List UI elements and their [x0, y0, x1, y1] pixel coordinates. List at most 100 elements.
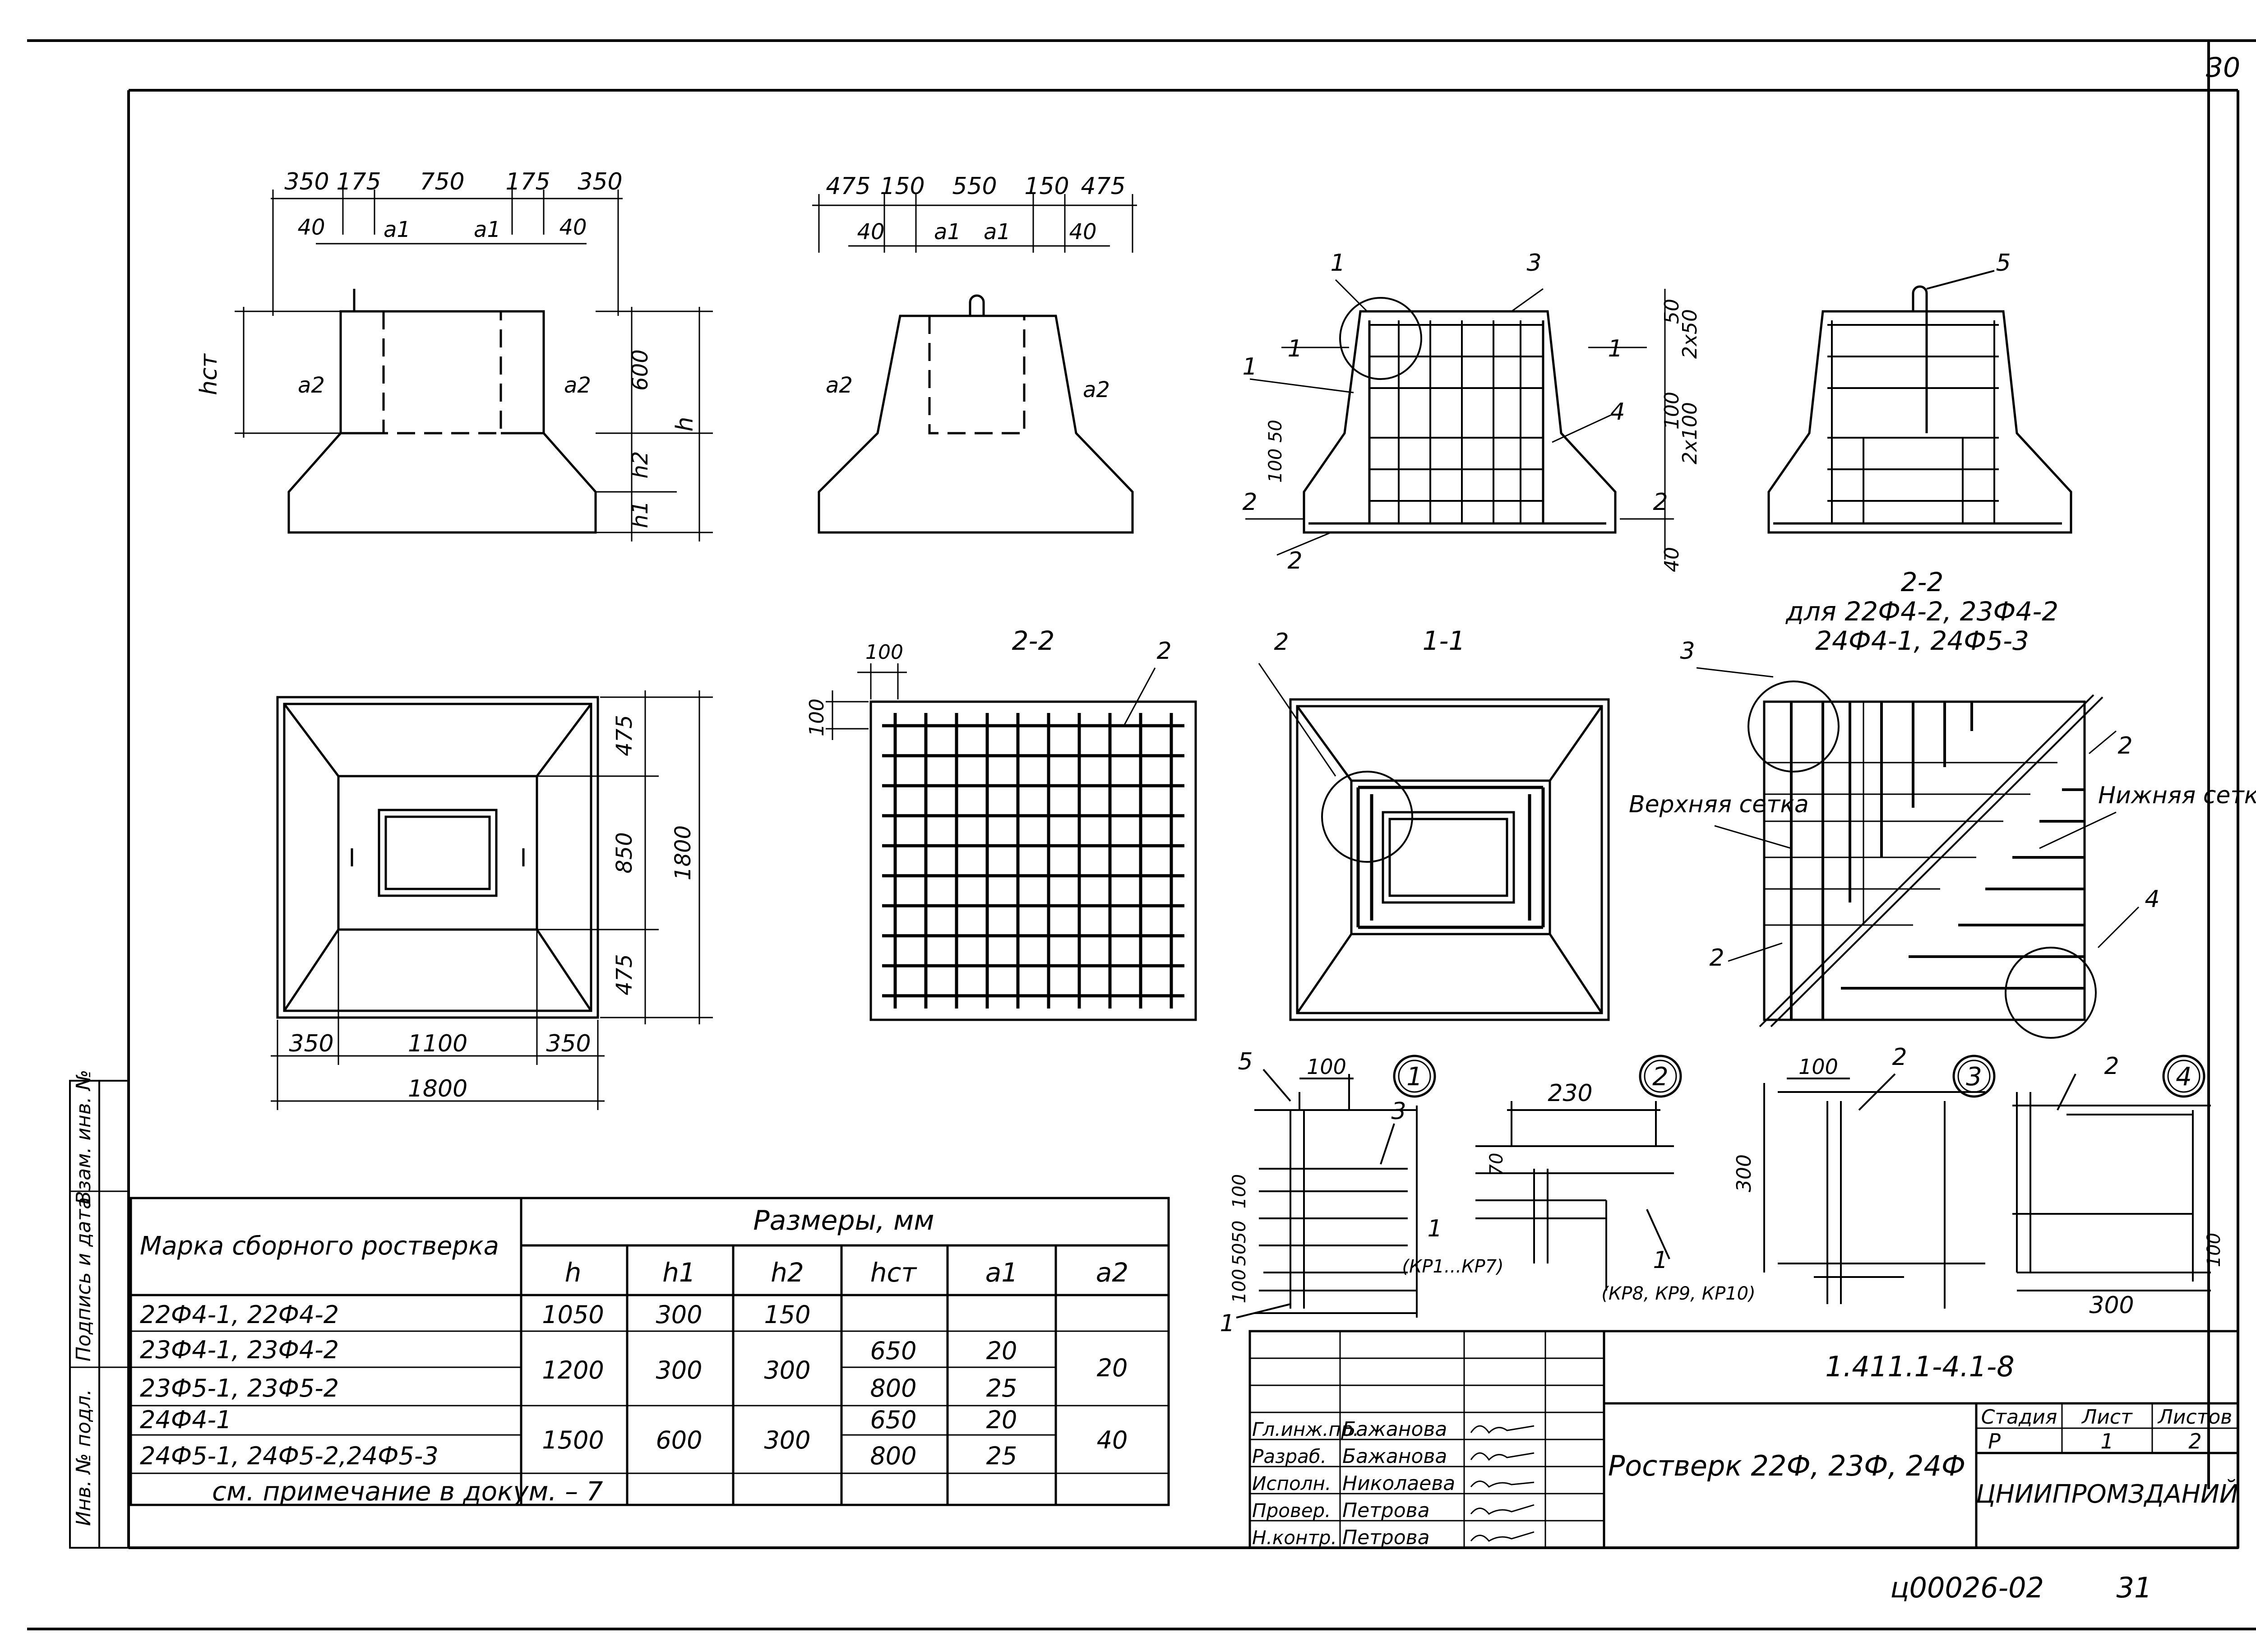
plan-view: 475 850 475 1800 350 1100 350 1800 [271, 690, 713, 1110]
dim-475-right: 475 [1081, 173, 1125, 200]
label-a2-left: a2 [826, 373, 853, 398]
cell-hct: 650 [870, 1406, 916, 1434]
dim-175-right: 175 [505, 168, 550, 195]
mesh-2-2: 2-2 2 100 100 [805, 625, 1197, 1021]
dim-300: 300 [2089, 1292, 2134, 1319]
dim-2x100: 2x100 [1678, 402, 1701, 464]
dim-2x50: 2x50 [1678, 309, 1701, 359]
col-header-sizes: Размеры, мм [753, 1205, 934, 1236]
cell-a2: 40 [1097, 1426, 1128, 1454]
dim-750: 750 [420, 168, 464, 195]
row-mark: 24Ф5-1, 24Ф5-2,24Ф5-3 [140, 1442, 439, 1470]
dim-350-right: 350 [546, 1030, 591, 1057]
name-3: Николаева [1342, 1472, 1455, 1495]
dim-100: 100 [2204, 1233, 2224, 1267]
cell-a2: 20 [1097, 1354, 1128, 1382]
detail-4: 4 2 100 300 [2012, 1053, 2224, 1319]
name-2: Бажанова [1342, 1445, 1447, 1468]
detail-1: 1 5 100 3 1 (КР1...КР7) 100 50 50 100 1 [1220, 1048, 1503, 1337]
table-row: 23Ф4-1, 23Ф4-2 1200 300 300 [140, 1336, 811, 1384]
dim-175-left: 175 [336, 168, 381, 195]
row-mark: 24Ф4-1 [140, 1406, 231, 1434]
dim-100-b: 100 [1229, 1269, 1250, 1303]
detail-number-1: 1 [1406, 1062, 1423, 1092]
dim-100: 100 [1307, 1055, 1346, 1079]
cell-a1: 20 [986, 1337, 1017, 1365]
row-mark: 23Ф4-1, 23Ф4-2 [140, 1336, 339, 1364]
callout-1: 1 [1427, 1215, 1442, 1242]
cell-h2: 300 [764, 1426, 810, 1454]
dim-70: 70 [1486, 1153, 1507, 1176]
cell-h2: 150 [764, 1300, 810, 1329]
col-hct: hст [870, 1257, 918, 1288]
cell-h: 1500 [542, 1426, 604, 1454]
section-1-1: 1-1 2 [1258, 625, 1610, 1021]
label-a2-left: a2 [298, 373, 325, 398]
mesh-detail: 3 2 2 4 Верхняя сетка Нижняя сетка [1629, 638, 2256, 1039]
col-a1: a1 [985, 1257, 1018, 1288]
role-chief-engineer: Гл.инж.пр. [1252, 1418, 1359, 1440]
dim-475-left: 475 [826, 173, 870, 200]
label-kr8-kr10: (КР8, КР9, КР10) [1601, 1283, 1755, 1304]
label-a1-left: a1 [384, 217, 411, 242]
dim-1800-bottom: 1800 [408, 1075, 467, 1102]
dim-600: 600 [628, 349, 653, 391]
cell-a1: 20 [986, 1406, 1017, 1434]
callout-2-a: 2 [2117, 732, 2132, 759]
rebar-grid [1369, 320, 1543, 523]
cut-1-right: 1 [1608, 335, 1623, 362]
col-a2: a2 [1096, 1257, 1128, 1288]
cut-1-left: 1 [1287, 335, 1302, 362]
dim-100-top: 100 [865, 641, 903, 664]
name-5: Петрова [1342, 1526, 1430, 1549]
callout-3: 3 [1680, 638, 1695, 665]
dim-350-left: 350 [289, 1030, 333, 1057]
cell-a1: 25 [986, 1374, 1017, 1402]
detail-number-4: 4 [2176, 1062, 2192, 1092]
role-checker: Провер. [1252, 1499, 1331, 1522]
elevation-front: 350 175 750 175 350 40 40 a1 a1 a2 a2 hс… [195, 168, 713, 541]
stage-label: Стадия [1981, 1406, 2057, 1429]
dim-1800-right: 1800 [670, 825, 696, 880]
cut-2-left: 2 [1242, 489, 1257, 516]
dim-40-right: 40 [559, 215, 587, 240]
dim-475-bottom: 475 [612, 954, 637, 995]
dim-50-b: 50 [1229, 1243, 1250, 1266]
row-mark: 22Ф4-1, 22Ф4-2 [140, 1300, 339, 1329]
detail-number-3: 3 [1966, 1062, 1982, 1092]
dim-850: 850 [612, 832, 637, 874]
row-mark: 23Ф5-1, 23Ф5-2 [140, 1374, 339, 1402]
dim-1100: 1100 [408, 1030, 467, 1057]
label-a1-right: a1 [474, 217, 501, 242]
elevation-side: 475 150 550 150 475 40 40 a1 a1 a2 a2 [812, 173, 1137, 534]
dim-100: 100 [1798, 1055, 1838, 1079]
callout-1-left: 1 [1242, 353, 1257, 380]
table-row: 23Ф5-1, 23Ф5-2 800 25 [140, 1374, 1017, 1402]
page-number: 30 [2206, 52, 2240, 83]
section-title-2-2: 2-2 [1901, 567, 1944, 597]
sheet-frame [27, 39, 2256, 1630]
callout-2: 2 [1274, 629, 1289, 656]
callout-1-bottom: 1 [1220, 1310, 1234, 1337]
sheets-value: 2 [2188, 1429, 2201, 1453]
dim-40-left: 40 [857, 219, 884, 245]
folio-number: 31 [2117, 1571, 2152, 1604]
col-h: h [565, 1257, 582, 1288]
label-kr1-kr7: (КР1...КР7) [1402, 1256, 1503, 1277]
callout-5: 5 [1238, 1048, 1253, 1075]
organization: ЦНИИПРОМЗДАНИЙ [1976, 1480, 2238, 1509]
detail-circle-4 [2005, 947, 2097, 1039]
cell-a1: 25 [986, 1442, 1017, 1470]
label-a1-right: a1 [984, 219, 1011, 245]
dim-230: 230 [1548, 1080, 1592, 1107]
stamp-replace-inv: Взам. инв. № [72, 1070, 95, 1205]
dim-40: 40 [1660, 547, 1683, 572]
role-developer: Разраб. [1252, 1445, 1327, 1467]
callout-4: 4 [2145, 886, 2159, 913]
callout-1: 1 [1330, 250, 1345, 277]
detail-circle-3 [1747, 680, 1840, 773]
callout-2-b: 2 [1709, 944, 1724, 972]
table-row: 24Ф4-1 1500 600 300 650 20 40 [140, 1406, 1128, 1454]
dim-150-right: 150 [1024, 173, 1069, 200]
